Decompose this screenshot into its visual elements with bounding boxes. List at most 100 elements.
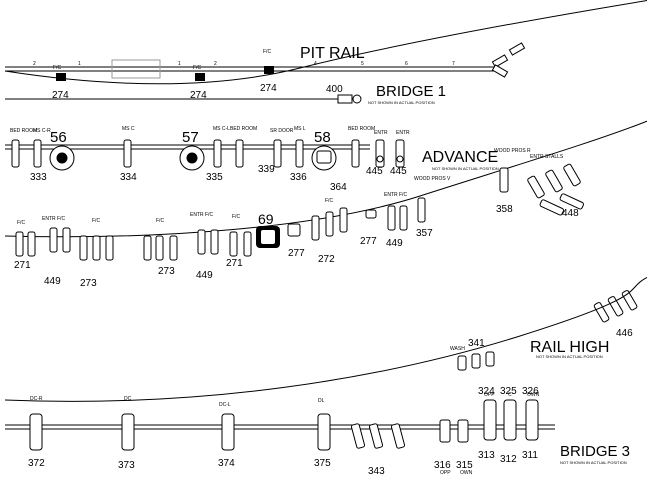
svg-text:MS C-R: MS C-R (33, 128, 51, 134)
svg-text:DC-R: DC-R (30, 396, 43, 402)
channel-358: 358 (496, 204, 513, 215)
channel-357: 357 (416, 228, 433, 239)
svg-text:1: 1 (178, 61, 181, 67)
channel-333: 333 (30, 172, 47, 183)
bridge-1-note: NOT SHOWN IN ACTUAL POSITION (368, 100, 435, 105)
channel-336: 336 (290, 172, 307, 183)
channel-445-b: 445 (390, 166, 407, 177)
pit-rail-fixture-3: F/C 274 (260, 49, 277, 94)
svg-text:F/C: F/C (17, 220, 25, 226)
svg-text:ENTR F/C: ENTR F/C (384, 192, 407, 198)
svg-text:F/C: F/C (193, 65, 201, 71)
svg-text:OPP: OPP (484, 392, 495, 398)
channel-325: 325 (500, 386, 517, 397)
channel-313: 313 (478, 450, 495, 461)
advance-title: ADVANCE (422, 149, 498, 166)
svg-text:WOOD PROS V: WOOD PROS V (414, 176, 451, 182)
svg-text:DC-L: DC-L (219, 402, 231, 408)
rail-high-fixtures (457, 351, 495, 371)
pit-rail-title: PIT RAIL (300, 45, 365, 62)
channel-69: 69 (258, 211, 274, 227)
svg-text:5: 5 (361, 61, 364, 67)
pit-rail-end-fixtures (491, 42, 526, 78)
advance-row-channels: 271 449 273 273 449 271 277 272 277 357 … (14, 228, 633, 339)
bridge-2-text: BED ROOM MS C-R MS C MS C-L BED ROOM SR … (10, 126, 375, 134)
channel-372: 372 (28, 458, 45, 469)
bridge-1-fixture: 400 (326, 84, 362, 104)
svg-text:F/C: F/C (232, 214, 240, 220)
advance-entr-label-1: ENTR (374, 130, 388, 136)
channel-449-c: 449 (386, 238, 403, 249)
svg-text:4: 4 (314, 61, 317, 67)
wash-label: WASH (450, 346, 465, 352)
channel-449-a: 449 (44, 276, 61, 287)
svg-text:MS L: MS L (294, 126, 306, 132)
svg-text:OWN: OWN (527, 392, 540, 398)
bridge-1-title: BRIDGE 1 (376, 83, 446, 100)
channel-312: 312 (500, 454, 517, 465)
pit-rail-fixture-2: F/C 274 (190, 65, 207, 101)
svg-text:F/C: F/C (92, 218, 100, 224)
channel-374: 374 (218, 458, 235, 469)
channel-335: 335 (206, 172, 223, 183)
svg-text:DC: DC (124, 396, 132, 402)
svg-text:F/C: F/C (53, 65, 61, 71)
channel-339: 339 (258, 164, 275, 175)
channel-324: 324 (478, 386, 495, 397)
own-label: OWN (460, 470, 473, 476)
wood-pros-r-label: WOOD PROS R (494, 148, 531, 154)
channel-271-a: 271 (14, 260, 31, 271)
channel-364: 364 (330, 182, 347, 193)
pit-rail-fixture-1: F/C 274 (52, 65, 69, 101)
pit-rail-curve (4, 0, 647, 85)
svg-text:ENTR F/C: ENTR F/C (190, 212, 213, 218)
channel-448: 448 (562, 208, 579, 219)
pit-rail-box (111, 59, 161, 79)
bridge-2-channels: 333 334 335 339 336 364 (30, 164, 347, 193)
svg-text:2: 2 (33, 61, 36, 67)
opp-label: OPP (440, 470, 451, 476)
channel-373: 373 (118, 460, 135, 471)
channel-445-a: 445 (366, 166, 383, 177)
svg-text:6: 6 (405, 61, 408, 67)
advance-entr-label-2: ENTR (396, 130, 410, 136)
svg-text:F/C: F/C (325, 198, 333, 204)
svg-text:F/C: F/C (156, 218, 164, 224)
channel-274-c: 274 (260, 83, 277, 94)
channel-341: 341 (468, 338, 485, 349)
bridge-3-note: NOT SHOWN IN ACTUAL POSITION (560, 460, 627, 465)
channel-311: 311 (522, 450, 538, 461)
advance-row-labels: F/C ENTR F/C F/C F/C ENTR F/C F/C F/C EN… (17, 176, 451, 226)
channel-316: 316 (434, 460, 451, 471)
bridge-3-title: BRIDGE 3 (560, 443, 630, 460)
svg-text:BED ROOM: BED ROOM (230, 126, 257, 132)
svg-text:BED ROOM: BED ROOM (10, 128, 37, 134)
svg-text:SR DOOR: SR DOOR (270, 128, 294, 134)
rail-high-title: RAIL HIGH (530, 339, 609, 356)
channel-57: 57 (182, 129, 199, 146)
channel-273-a: 273 (80, 278, 97, 289)
channel-56: 56 (50, 129, 67, 146)
channel-277-b: 277 (360, 236, 377, 247)
rail-high-curve (4, 276, 647, 402)
channel-326: 326 (522, 386, 539, 397)
advance-curve (4, 120, 647, 238)
fixture-69: 69 (256, 211, 280, 248)
channel-277-a: 277 (288, 248, 305, 259)
rail-high-note: NOT SHOWN IN ACTUAL POSITION (536, 354, 603, 359)
channel-449-b: 449 (196, 270, 213, 281)
channel-400: 400 (326, 84, 343, 95)
svg-text:1: 1 (78, 61, 81, 67)
svg-text:MS C: MS C (122, 126, 135, 132)
advance-note: NOT SHOWN IN ACTUAL POSITION (432, 166, 499, 171)
channel-271-b: 271 (226, 258, 243, 269)
channel-273-b: 273 (158, 266, 175, 277)
entr-stalls-label: ENTR STALLS (530, 154, 564, 160)
svg-text:2: 2 (214, 61, 217, 67)
channel-274-b: 274 (190, 90, 207, 101)
channel-334: 334 (120, 172, 137, 183)
channel-343: 343 (368, 466, 385, 477)
advance-stalls-fixtures (499, 163, 584, 216)
